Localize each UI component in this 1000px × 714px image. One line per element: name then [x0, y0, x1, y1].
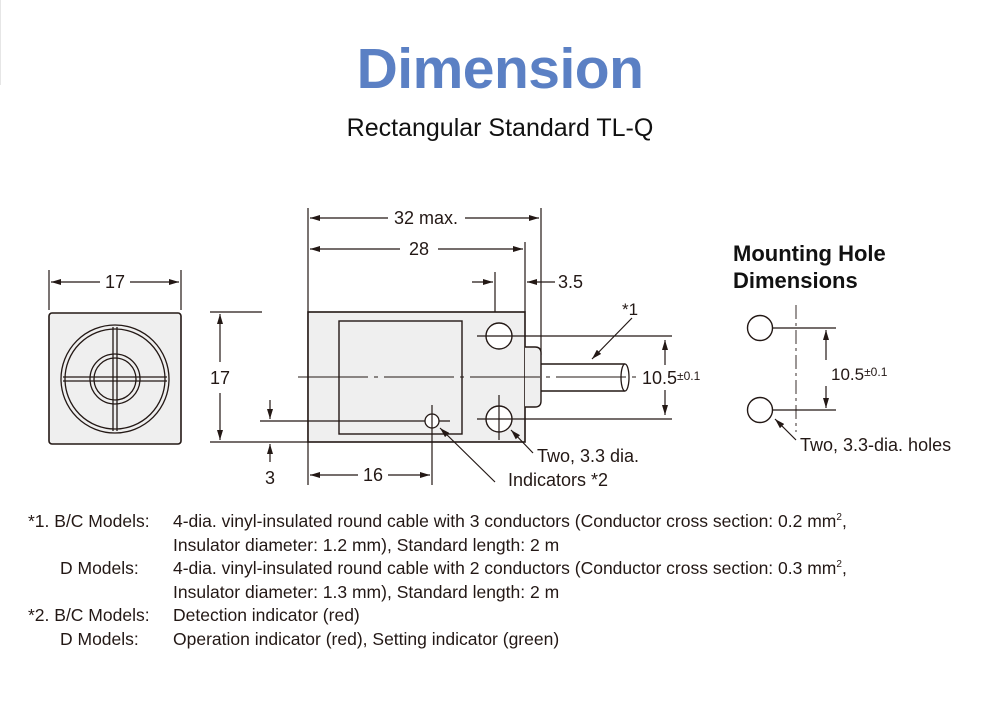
note-text: 4-dia. vinyl-insulated round cable with … — [173, 511, 847, 531]
front-view — [48, 270, 182, 445]
mounting-hole-top — [746, 314, 774, 342]
cable-note-ref: *1 — [622, 300, 638, 319]
note-prefix: *1. B/C Models: — [28, 511, 150, 531]
holes-leader — [510, 429, 534, 454]
hole-spacing-label: 10.5±0.1 — [642, 368, 701, 388]
overall-length-label: 32 max. — [394, 208, 458, 228]
mounting-holes-leader — [774, 418, 797, 441]
mounting-hole-bottom — [746, 396, 774, 424]
mounting-title-line1: Mounting Hole — [733, 241, 886, 266]
indicators-callout: Indicators *2 — [508, 470, 608, 490]
sensing-face — [338, 320, 463, 435]
cable-end — [620, 363, 630, 392]
front-body — [48, 312, 182, 445]
mounting-hole-title: Mounting Hole Dimensions — [733, 240, 886, 294]
mounting-spacing-label: 10.5±0.1 — [831, 365, 888, 384]
target-emblem-icon — [60, 324, 170, 434]
note-text: 4-dia. vinyl-insulated round cable with … — [173, 558, 847, 578]
mounting-hole-diagram — [746, 305, 836, 441]
note-prefix: *2. B/C Models: — [28, 605, 150, 625]
left-edge-divider — [0, 0, 1, 85]
mounting-holes-callout: Two, 3.3-dia. holes — [800, 435, 951, 455]
note-text: Detection indicator (red) — [173, 605, 360, 625]
cable — [541, 363, 625, 392]
holes-callout: Two, 3.3 dia. — [537, 446, 639, 466]
note-prefix: D Models: — [60, 628, 139, 649]
mounting-title-line2: Dimensions — [733, 268, 858, 293]
note-prefix: D Models: — [60, 558, 139, 578]
body-length-label: 28 — [409, 239, 429, 259]
height-label: 17 — [210, 368, 230, 388]
indicator-position-label: 16 — [363, 465, 383, 485]
indicator-offset-label: 3 — [265, 468, 275, 488]
cable-leader — [591, 317, 633, 360]
page-title: Dimension — [356, 37, 644, 101]
front-width-label: 17 — [105, 272, 125, 292]
page-subtitle: Rectangular Standard TL-Q — [346, 114, 654, 142]
note-text: Operation indicator (red), Setting indic… — [173, 628, 560, 649]
hole-offset-label: 3.5 — [558, 272, 583, 292]
note-text: Insulator diameter: 1.2 mm), Standard le… — [173, 534, 560, 555]
indicator-leader — [439, 427, 496, 483]
note-text: Insulator diameter: 1.3 mm), Standard le… — [173, 581, 560, 602]
side-view — [210, 208, 672, 485]
